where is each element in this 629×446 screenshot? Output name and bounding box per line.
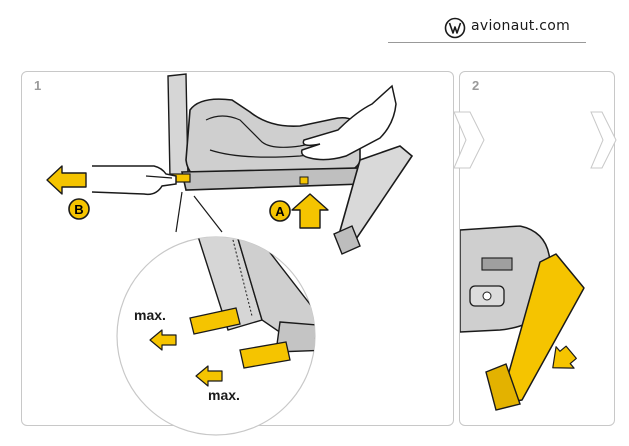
max-label-lower: max. [208,387,240,403]
callout-a-label: A [275,204,285,219]
zoom-detail: max. max. [117,192,330,435]
support-leg-detail [460,226,584,410]
callout-b-label: B [74,202,83,217]
hand-pulling [92,166,176,194]
max-label-upper: max. [134,307,166,323]
pull-arrow-left [47,166,86,194]
next-step-chevron [454,112,484,168]
next-step-chevron [591,112,616,168]
callout-b: B [69,199,89,219]
push-arrow-up [292,194,328,228]
callout-a: A [270,201,290,221]
